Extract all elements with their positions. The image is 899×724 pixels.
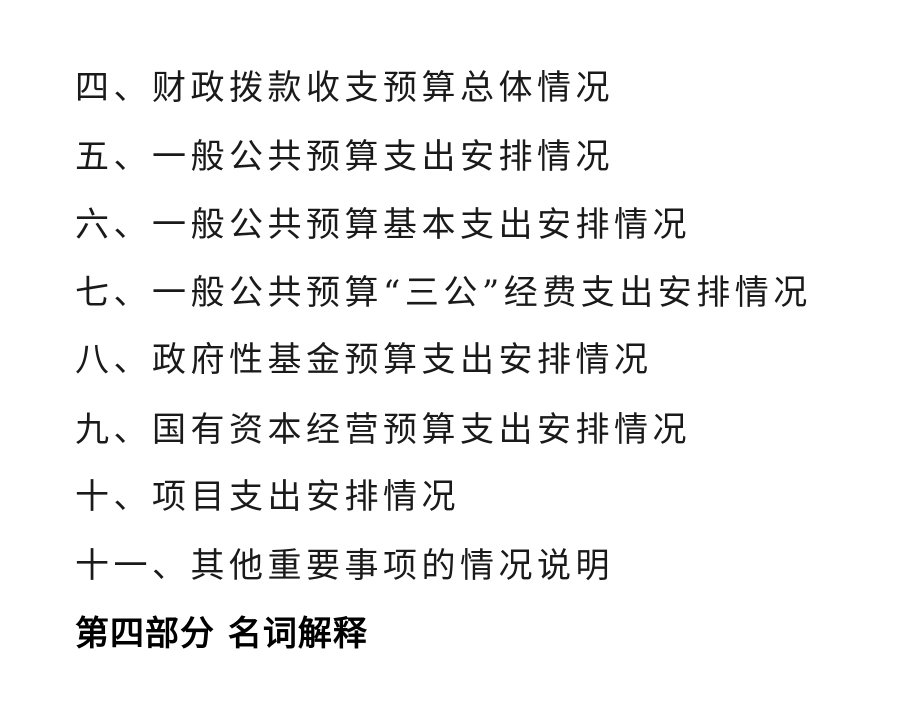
- toc-item: 八、政府性基金预算支出安排情况: [75, 340, 653, 380]
- toc-item: 七、一般公共预算“三公”经费支出安排情况: [75, 273, 812, 313]
- section-heading: 第四部分 名词解释: [75, 614, 368, 654]
- toc-item: 十一、其他重要事项的情况说明: [75, 546, 614, 586]
- toc-item: 四、财政拨款收支预算总体情况: [75, 68, 614, 108]
- toc-item: 九、国有资本经营预算支出安排情况: [75, 410, 691, 450]
- toc-item: 十、项目支出安排情况: [75, 477, 460, 517]
- toc-item: 六、一般公共预算基本支出安排情况: [75, 205, 691, 245]
- toc-item: 五、一般公共预算支出安排情况: [75, 137, 614, 177]
